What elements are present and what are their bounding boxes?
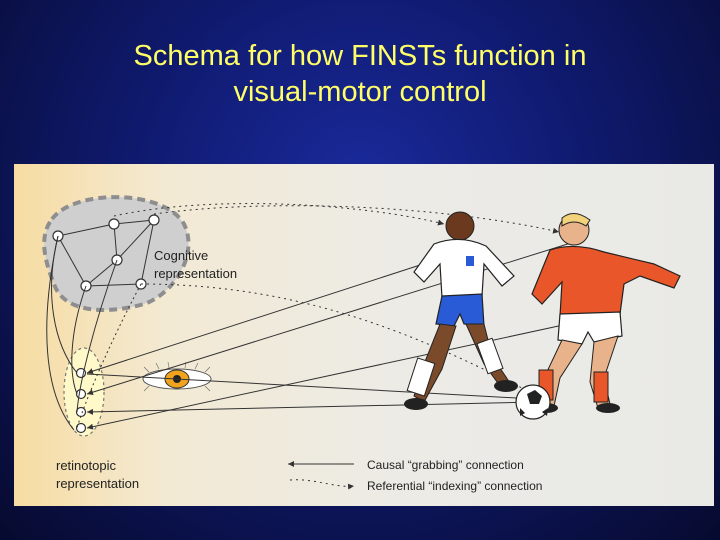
schema-diagram: Cognitive representation retinotopic rep… xyxy=(14,164,714,506)
cognitive-representation-region xyxy=(42,195,191,312)
referential-indexing-links xyxy=(113,203,560,395)
retinotopic-label-line-1: retinotopic xyxy=(56,458,116,473)
legend-referential-label: Referential “indexing” connection xyxy=(367,479,542,493)
legend-causal-label: Causal “grabbing” connection xyxy=(367,458,524,472)
player-orange-shirt-illustration xyxy=(531,213,681,413)
cognitive-label-line-2: representation xyxy=(154,266,237,281)
title-line-2: visual-motor control xyxy=(233,76,487,108)
legend: Causal “grabbing” connection Referential… xyxy=(288,458,542,493)
cognitive-label-line-1: Cognitive xyxy=(154,248,208,263)
retinotopic-node xyxy=(75,388,87,400)
cognitive-node xyxy=(108,218,120,230)
causal-grabbing-links xyxy=(86,241,615,430)
cognitive-node xyxy=(148,214,160,226)
retinotopic-label-line-2: representation xyxy=(56,476,139,491)
retinotopic-representation-region xyxy=(63,347,105,437)
diagram-canvas: Cognitive representation retinotopic rep… xyxy=(42,195,681,493)
legend-referential-line xyxy=(289,479,355,490)
retinotopic-node xyxy=(75,406,87,418)
soccer-ball-illustration xyxy=(515,384,551,420)
cognitive-retinotopic-links xyxy=(46,235,142,431)
player-white-shirt-illustration xyxy=(404,211,518,410)
title-line-1: Schema for how FINSTs function in xyxy=(133,40,587,72)
slide-title: Schema for how FINSTs function in visual… xyxy=(0,38,720,110)
retinotopic-node xyxy=(75,422,87,434)
